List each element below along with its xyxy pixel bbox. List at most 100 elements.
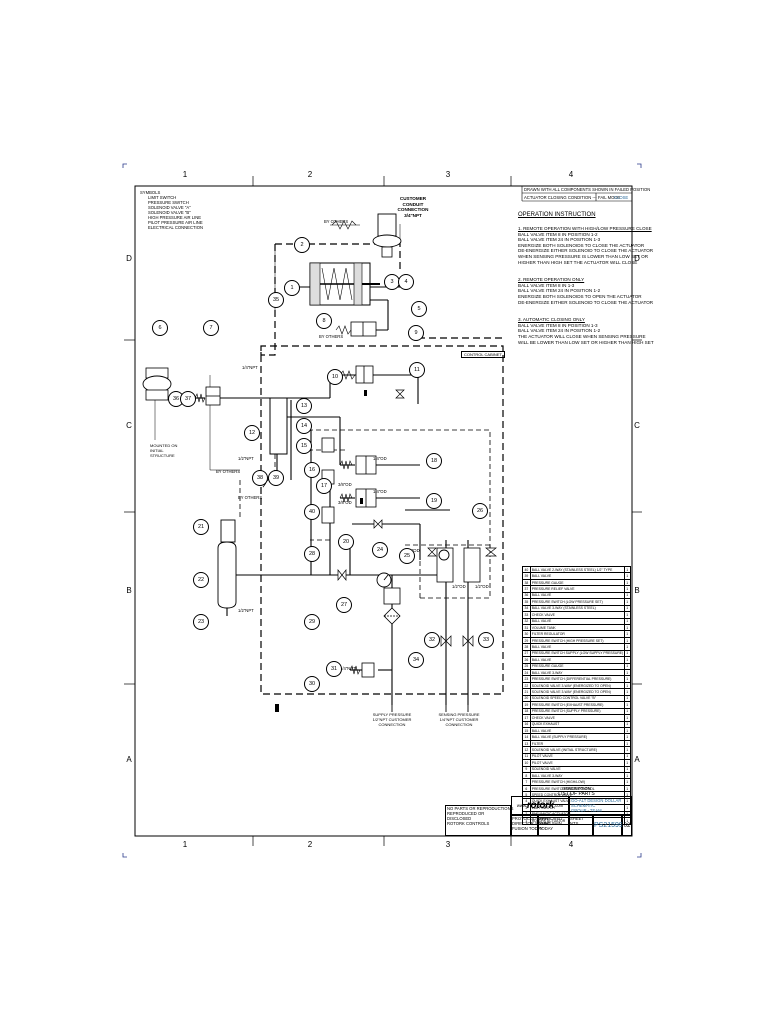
customer-connection-stubs	[391, 694, 469, 712]
customer-line: NO PARTS OR REPRODUCTIONS	[447, 806, 514, 811]
npt-label: 1/4"NPT	[340, 666, 356, 671]
approved-line: APPROVED	[539, 816, 563, 821]
header-rules	[521, 186, 632, 202]
customer-conduit-label: CUSTOMER CONDUIT CONNECTION 3/4"NPT	[397, 196, 429, 218]
callout-balloon: 24	[372, 542, 388, 558]
operation-section-3: 3. AUTOMATIC CLOSING ONLY BALL VALVE ITE…	[518, 317, 654, 345]
zone-col-3-top: 3	[445, 170, 451, 179]
logo-wordmark: rotork	[526, 800, 555, 811]
scale-cell: SHEET NTS	[569, 815, 593, 836]
legend-item: HIGH PRESSURE AIR LINE	[148, 215, 202, 220]
pressure-gauges	[376, 549, 450, 588]
zone-row-d-left: D	[126, 254, 132, 263]
callout-balloon: 4	[398, 274, 414, 290]
callout-balloon: 37	[180, 391, 196, 407]
zone-col-3-bottom: 3	[445, 840, 451, 849]
operation-line: 1. REMOTE OPERATION WITH HIGH/LOW PRESSU…	[518, 226, 652, 231]
callout-balloon: 5	[411, 301, 427, 317]
callout-balloon: 12	[244, 425, 260, 441]
operation-line: BALL VALVE ITEM 24 IN POSITION 1-2	[518, 288, 601, 294]
by-others-label: BY OTHERS	[216, 469, 241, 474]
callout-balloon: 30	[304, 676, 320, 692]
fail-mode-value: CLOSE	[614, 195, 629, 200]
zone-row-a-right: A	[634, 755, 640, 764]
legend-item: PILOT PRESSURE AIR LINE	[148, 220, 203, 225]
pressure-switch-left	[142, 367, 172, 401]
callout-balloon: 11	[409, 362, 425, 378]
callout-balloon: 14	[296, 418, 312, 434]
website-prefix: www.	[516, 803, 527, 808]
callout-balloon: 26	[472, 503, 488, 519]
by-others-label: BY OTHERS	[238, 495, 263, 500]
operation-line: WILL BE LOWER THAN LOW SET OR HIGHER THA…	[518, 339, 654, 345]
legend-title: SYMBOLS	[140, 190, 161, 195]
drawing-number: PS21599	[594, 822, 623, 829]
sheet-label: SHEET	[570, 816, 584, 821]
signal-lines	[154, 224, 401, 471]
callout-balloon: 6	[152, 320, 168, 336]
callout-balloon: 33	[478, 632, 494, 648]
legend-item: PRESSURE SWITCH	[148, 200, 189, 205]
dashed-enclosures	[260, 243, 504, 695]
callout-balloon: 25	[399, 548, 415, 564]
by-others-label: BY OTHERS	[319, 334, 344, 339]
part-quantity: 1	[624, 817, 631, 825]
callout-balloon: 22	[193, 572, 209, 588]
tube-size-label: 3/8"OD	[338, 482, 352, 487]
manifold-block	[269, 397, 288, 455]
tube-size-label: 1/4"OD	[373, 489, 387, 494]
pneumatic-actuator	[309, 262, 380, 306]
operation-line: 3. AUTOMATIC CLOSING ONLY	[518, 317, 585, 323]
drawing-title-line: GROUP - TEAM	[571, 808, 602, 813]
drain-plugs	[275, 390, 367, 712]
callout-balloon: 13	[296, 398, 312, 414]
callout-balloon: 38	[252, 470, 268, 486]
callout-balloon: 7	[203, 320, 219, 336]
mounted-on-label: MOUNTED ON INITIAL STRUCTURE	[150, 443, 178, 458]
title-block-customer: NO PARTS OR REPRODUCTIONS REPRODUCED OR …	[445, 805, 514, 836]
website-suffix: .com	[554, 803, 564, 808]
operation-line: BALL VALVE ITEM 8 IN POSITION 1-2	[518, 231, 598, 237]
zone-row-d-right: D	[634, 254, 640, 263]
callout-balloon: 29	[304, 614, 320, 630]
customer-line: DISCLOSED	[447, 816, 472, 821]
operation-section-1: 1. REMOTE OPERATION WITH HIGH/LOW PRESSU…	[518, 226, 654, 265]
solenoid-valves	[205, 321, 481, 678]
callout-balloon: 15	[296, 438, 312, 454]
drawing-number-cell: PS21599	[593, 815, 623, 836]
npt-label: 1/2"NPT	[238, 456, 254, 461]
zone-col-1-bottom: 1	[182, 840, 188, 849]
filter-symbol	[383, 607, 401, 625]
approved-cell: APPROVED YANG SHIN TODAY	[538, 815, 569, 836]
npt-label: 1/4"NPT	[242, 365, 258, 370]
operation-title: OPERATION INSTRUCTION	[518, 212, 596, 218]
customer-line: REPRODUCED OR	[447, 811, 485, 816]
callout-balloon: 39	[268, 470, 284, 486]
operation-line: ENERGIZE BOTH SOLENOIDS TO OPEN THE ACTU…	[518, 293, 642, 299]
operation-line: BALL VALVE ITEM 8 IN 1-3	[518, 282, 575, 288]
callout-balloon: 20	[338, 534, 354, 550]
legend-item: SOLENOID VALVE "A"	[148, 205, 191, 210]
operation-line: BALL VALVE ITEM 8 IN POSITION 1-3	[518, 322, 598, 328]
callout-balloon: 9	[408, 325, 424, 341]
callout-balloon: 19	[426, 493, 442, 509]
zone-col-1-top: 1	[182, 170, 188, 179]
parts-list-footer: DESCRIPTION	[522, 785, 631, 792]
zone-col-4-top: 4	[568, 170, 574, 179]
tube-size-label: 1/2"OD	[452, 584, 466, 589]
ball-valves	[337, 389, 497, 647]
corner-marks	[122, 163, 642, 858]
zone-ticks	[124, 176, 642, 846]
part-description: ROTORK ACTUATOR	[529, 817, 626, 825]
callout-balloon: 31	[326, 661, 342, 677]
zone-row-a-left: A	[126, 755, 132, 764]
callout-balloon: 35	[268, 292, 284, 308]
volume-tank	[217, 519, 237, 609]
fail-mode-label: FAIL MODE	[598, 195, 621, 200]
callout-balloon: 28	[304, 546, 320, 562]
operation-line: WHEN SENSING PRESSURE IS LOWER THAN LOW …	[518, 253, 649, 259]
operation-instructions: OPERATION INSTRUCTION 1. REMOTE OPERATIO…	[518, 212, 654, 345]
